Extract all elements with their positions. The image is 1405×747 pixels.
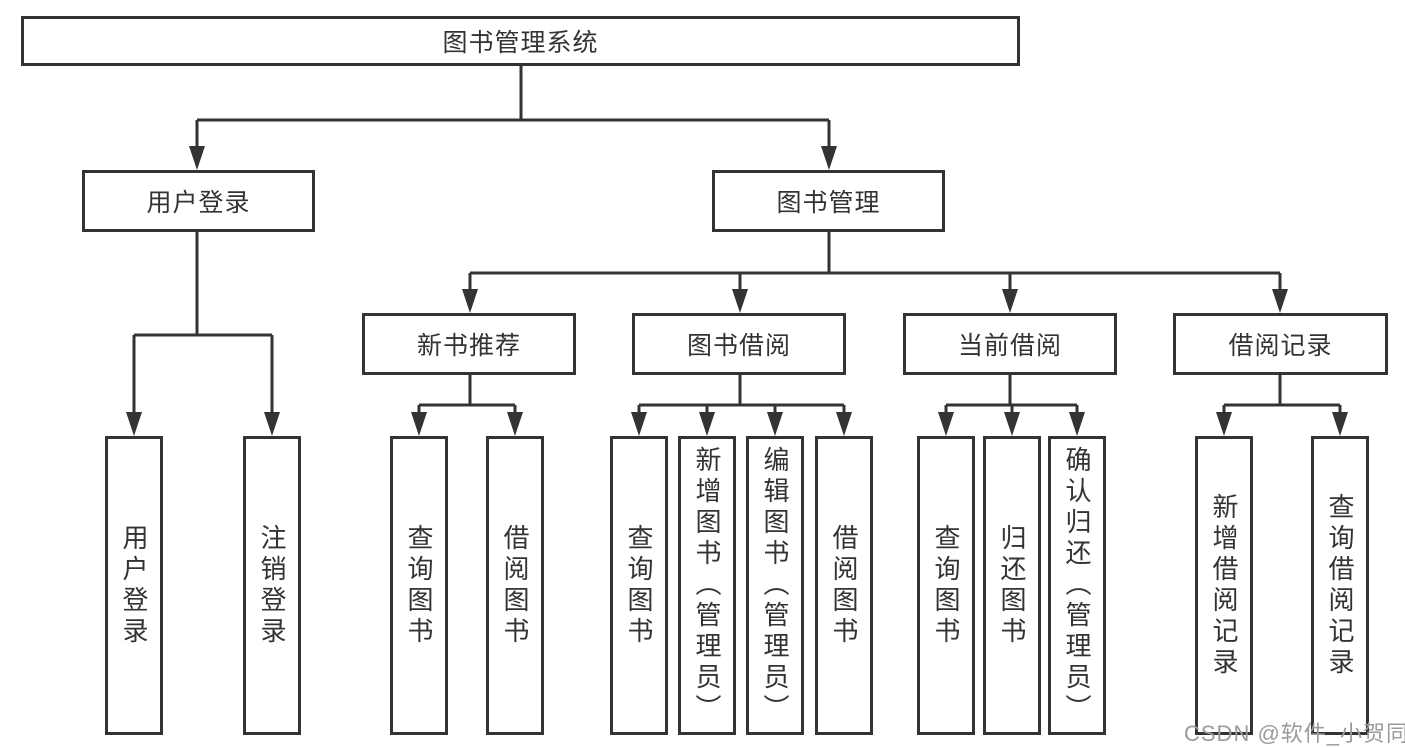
node-leaf-query-books-current: 查询图书 bbox=[917, 436, 975, 735]
node-leaf-confirm-return-admin-label: 确认归还（管理员） bbox=[1062, 446, 1092, 725]
node-leaf-user-login: 用户登录 bbox=[105, 436, 163, 735]
node-leaf-add-books-admin-label: 新增图书（管理员） bbox=[692, 446, 722, 725]
node-borrowing-records-label: 借阅记录 bbox=[1228, 332, 1333, 360]
node-new-book-recommend-label: 新书推荐 bbox=[416, 332, 521, 360]
node-leaf-edit-books-admin-label: 编辑图书（管理员） bbox=[760, 446, 790, 725]
node-leaf-add-borrow-record: 新增借阅记录 bbox=[1195, 436, 1253, 735]
node-root-label: 图书管理系统 bbox=[442, 29, 599, 57]
node-leaf-query-books-borrowing: 查询图书 bbox=[610, 436, 668, 735]
node-leaf-logout: 注销登录 bbox=[243, 436, 301, 735]
node-leaf-borrow-books-borrowing: 借阅图书 bbox=[815, 436, 873, 735]
node-leaf-borrow-books-borrowing-label: 借阅图书 bbox=[829, 523, 859, 648]
node-current-borrowing-label: 当前借阅 bbox=[957, 332, 1062, 360]
node-book-borrowing-label: 图书借阅 bbox=[686, 332, 791, 360]
node-leaf-add-books-admin: 新增图书（管理员） bbox=[678, 436, 736, 735]
node-current-borrowing: 当前借阅 bbox=[903, 313, 1117, 375]
node-leaf-query-books-recommend-label: 查询图书 bbox=[404, 523, 434, 648]
node-leaf-query-books-borrowing-label: 查询图书 bbox=[624, 523, 654, 648]
node-leaf-query-books-recommend: 查询图书 bbox=[390, 436, 448, 735]
node-user-login-label: 用户登录 bbox=[146, 189, 251, 217]
node-book-management-label: 图书管理 bbox=[776, 189, 881, 217]
node-leaf-query-borrow-record-label: 查询借阅记录 bbox=[1325, 492, 1355, 679]
node-leaf-borrow-books-recommend-label: 借阅图书 bbox=[500, 523, 530, 648]
node-leaf-query-borrow-record: 查询借阅记录 bbox=[1311, 436, 1369, 735]
node-borrowing-records: 借阅记录 bbox=[1173, 313, 1388, 375]
node-leaf-confirm-return-admin: 确认归还（管理员） bbox=[1048, 436, 1106, 735]
node-leaf-borrow-books-recommend: 借阅图书 bbox=[486, 436, 544, 735]
node-book-borrowing: 图书借阅 bbox=[632, 313, 846, 375]
node-leaf-user-login-label: 用户登录 bbox=[119, 523, 149, 648]
node-leaf-return-books: 归还图书 bbox=[983, 436, 1041, 735]
node-leaf-query-books-current-label: 查询图书 bbox=[931, 523, 961, 648]
node-book-management: 图书管理 bbox=[712, 170, 945, 232]
node-leaf-return-books-label: 归还图书 bbox=[997, 523, 1027, 648]
node-user-login: 用户登录 bbox=[82, 170, 315, 232]
node-root: 图书管理系统 bbox=[21, 16, 1020, 66]
node-leaf-add-borrow-record-label: 新增借阅记录 bbox=[1209, 492, 1239, 679]
node-new-book-recommend: 新书推荐 bbox=[362, 313, 576, 375]
node-leaf-edit-books-admin: 编辑图书（管理员） bbox=[746, 436, 804, 735]
csdn-watermark: CSDN @软件_小贺同学 bbox=[1184, 721, 1405, 746]
node-leaf-logout-label: 注销登录 bbox=[257, 523, 287, 648]
